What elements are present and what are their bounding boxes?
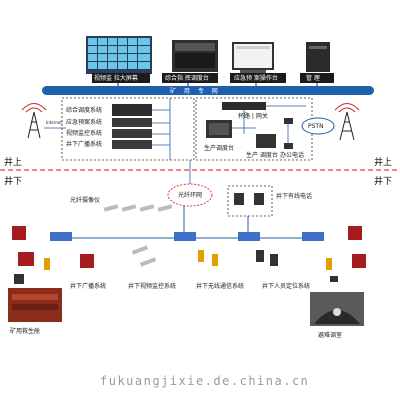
prod-desk — [256, 134, 276, 148]
rescue-capsule-label: 矿用救生舱 — [10, 327, 40, 335]
refuge-chamber-label: 避难调室 — [318, 331, 342, 339]
well-up-right: 井上 — [374, 156, 392, 168]
server-item-0: 综合调度系统 — [66, 106, 102, 114]
dispatch-links — [232, 105, 306, 143]
right-radio-tower — [334, 103, 360, 141]
left-station-icons — [12, 226, 94, 284]
wired-phones — [234, 193, 264, 205]
left-radio-tower — [21, 103, 47, 139]
server-label: 管 理 — [306, 74, 320, 82]
wired-phone-box — [227, 185, 273, 217]
dispatch-console — [162, 40, 218, 83]
well-down-right: 井下 — [374, 175, 392, 187]
fiber-ring — [167, 183, 213, 207]
subsystem-positioning: 井下人员定位系统 — [262, 282, 310, 290]
subsystem-wireless: 井下无线通信系统 — [196, 282, 244, 290]
dispatch-label: 综合指 挥调度台 — [165, 74, 209, 82]
prod-desk-label: 生产 调度台 — [246, 151, 278, 159]
office-phone-label: 办公电话 — [280, 151, 304, 159]
right-station-icons — [326, 226, 366, 282]
video-devices — [198, 250, 218, 266]
server-item-1: 应急预案系统 — [66, 118, 102, 126]
server-rack — [112, 104, 152, 149]
pstn-cloud — [301, 117, 335, 135]
network-switches — [50, 232, 324, 241]
pstn-label: PSTN — [308, 123, 324, 130]
ring-label: 光纤环网 — [178, 191, 202, 199]
subsystem-broadcast: 井下广播系统 — [70, 282, 106, 290]
fiber-cam-label: 光纤摄像仪 — [70, 196, 100, 204]
fiber-cameras — [103, 204, 173, 212]
wired-phone-label: 井下有线电话 — [276, 192, 312, 200]
server-tower — [300, 42, 334, 83]
video-wall-label: 视频监 拉大屏幕 — [94, 74, 138, 82]
server-item-3: 井下广播系统 — [66, 140, 102, 148]
rescue-capsule-image — [8, 288, 62, 322]
broadcast-devices — [131, 245, 157, 267]
office-phones — [284, 118, 293, 149]
video-wall — [86, 36, 152, 83]
gateway-label: 杯路 | 网关 — [238, 112, 268, 120]
server-group-box — [61, 97, 195, 161]
refuge-chamber-image — [310, 292, 364, 326]
internet-label: Internet — [46, 120, 62, 125]
watermark: fukuangjixie.de.china.cn — [100, 374, 309, 388]
emergency-label: 应急预 案操作台 — [234, 74, 278, 82]
dispatch-group-box — [195, 97, 313, 161]
well-up-left: 井上 — [4, 156, 22, 168]
subsystem-video: 井下视频监控系统 — [128, 282, 176, 290]
server-item-2: 视频监控系统 — [66, 129, 102, 137]
gateway-device — [222, 102, 266, 110]
mining-network-bar — [42, 86, 374, 95]
dispatch-desk-label: 生产调度台 — [204, 144, 234, 152]
dispatch-desk — [206, 120, 232, 138]
well-down-left: 井下 — [4, 175, 22, 187]
emergency-workstation — [230, 42, 286, 83]
server-links — [152, 98, 171, 160]
network-bar-label: 矿 用 专 网 — [170, 87, 221, 95]
wireless-devices — [256, 250, 278, 266]
